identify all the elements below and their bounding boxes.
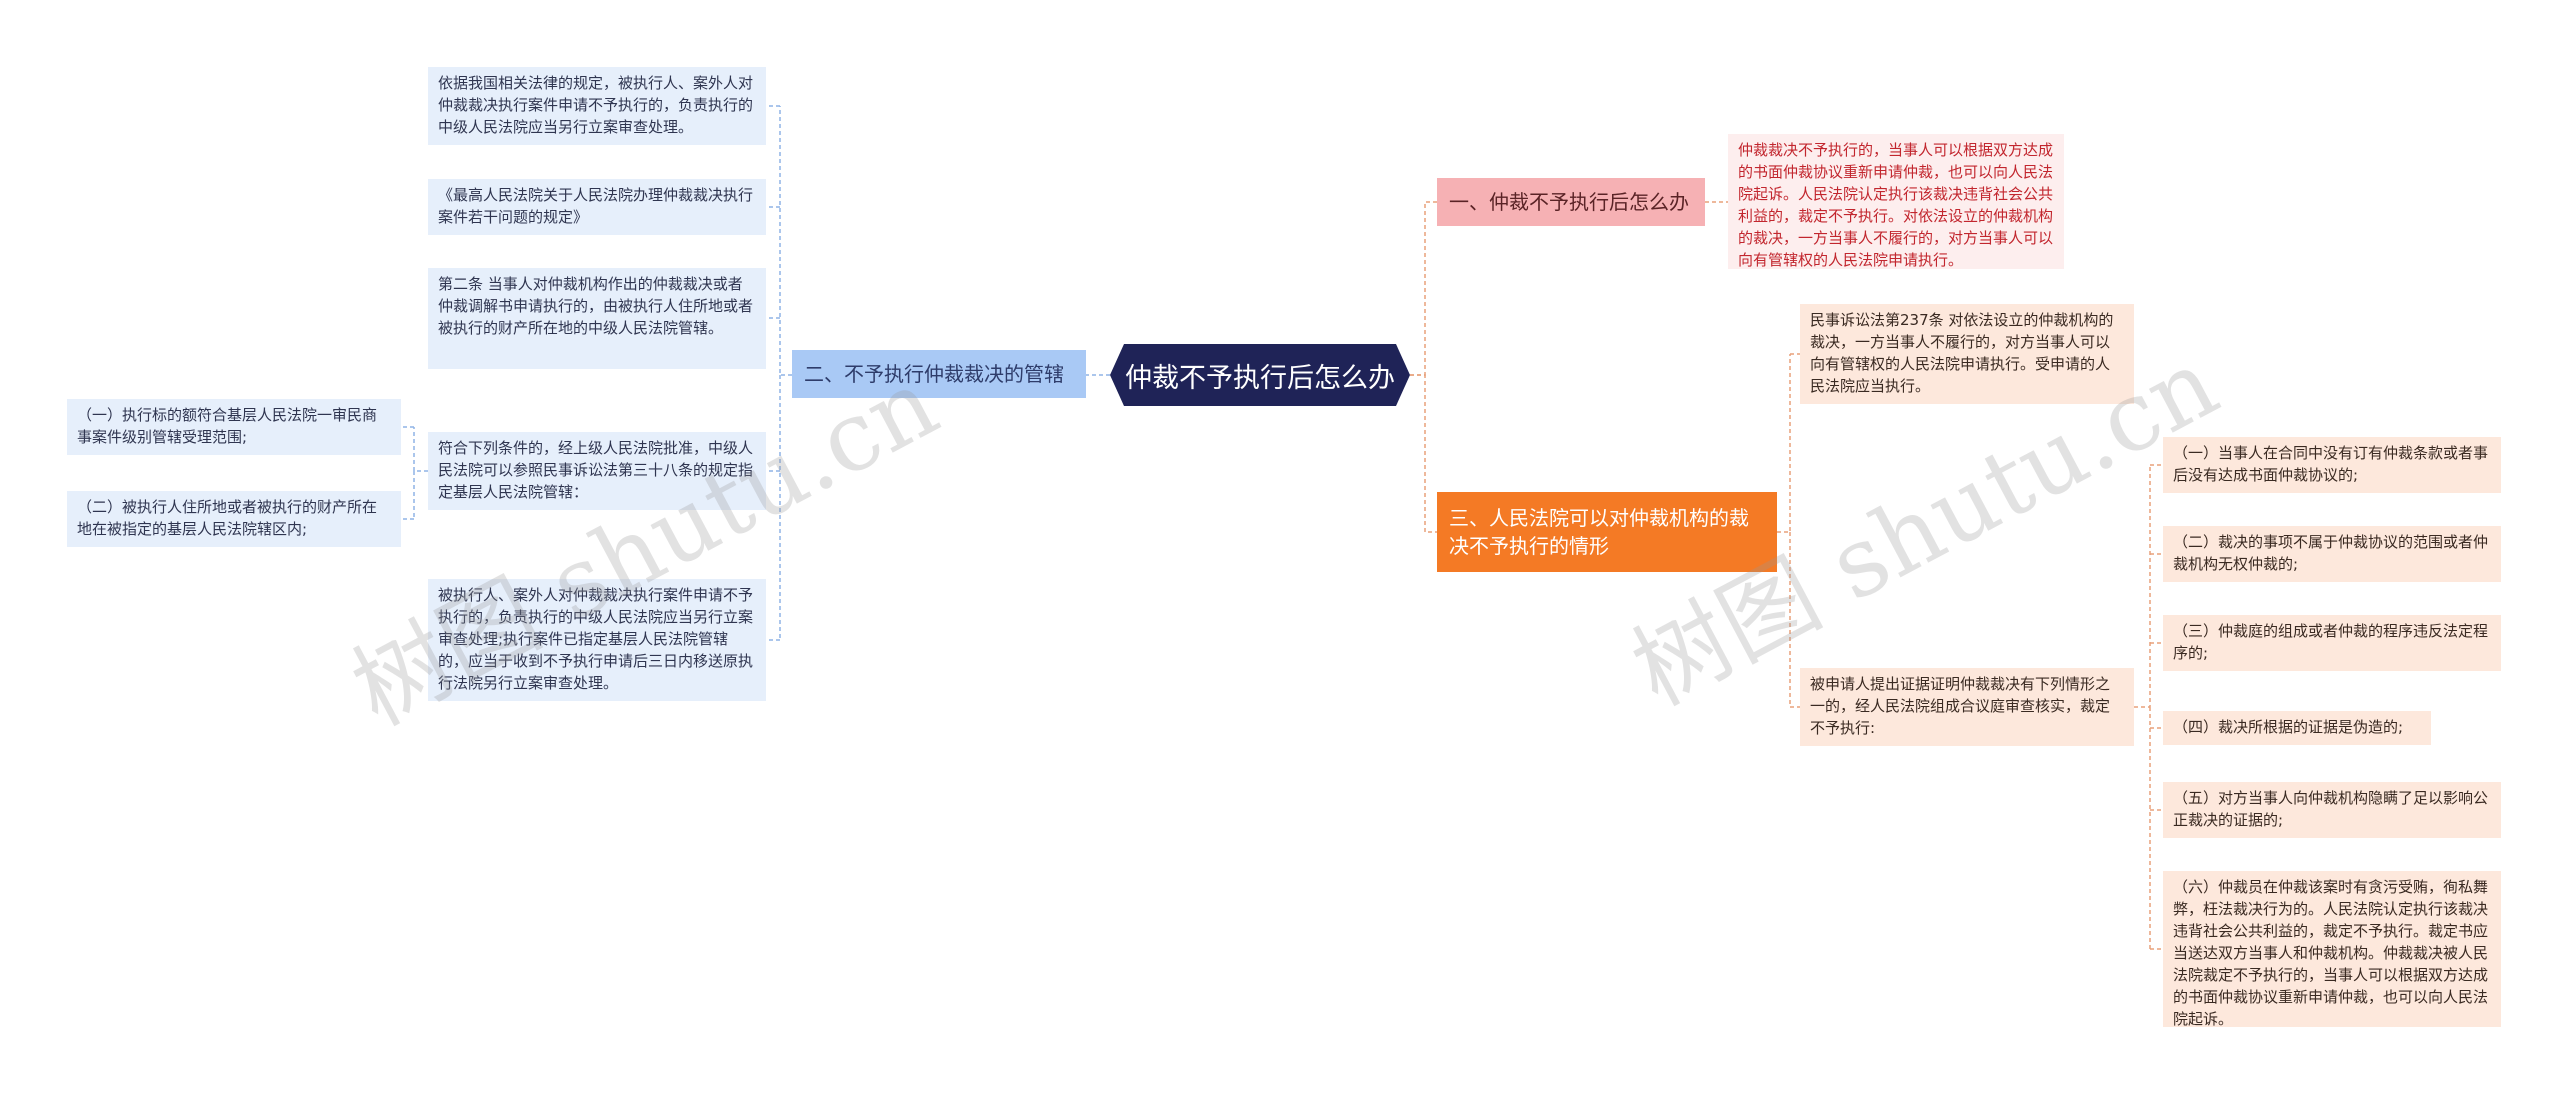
leaf-transfer-procedure[interactable]: 被执行人、案外人对仲裁裁决执行案件申请不予执行的，负责执行的中级人民法院应当另行…	[428, 579, 766, 701]
connector-c-bus	[2134, 465, 2151, 949]
branch-what-to-do[interactable]: 一、仲裁不予执行后怎么办	[1437, 178, 1705, 226]
leaf-ground-3[interactable]: （三）仲裁庭的组成或者仲裁的程序违反法定程序的;	[2163, 615, 2501, 671]
leaf-condition-2[interactable]: （二）被执行人住所地或者被执行的财产所在地在被指定的基层人民法院辖区内;	[67, 491, 401, 547]
branch-jurisdiction[interactable]: 二、不予执行仲裁裁决的管辖	[792, 350, 1086, 398]
leaf-ground-5[interactable]: （五）对方当事人向仲裁机构隐瞒了足以影响公正裁决的证据的;	[2163, 782, 2501, 838]
leaf-article-two[interactable]: 第二条 当事人对仲裁机构作出的仲裁裁决或者仲裁调解书申请执行的，由被执行人住所地…	[428, 268, 766, 369]
root-node[interactable]: 仲裁不予执行后怎么办	[1110, 344, 1410, 406]
connector-l4-bus	[413, 427, 428, 519]
connector-root-right1	[1410, 201, 1437, 376]
leaf-remedy[interactable]: 仲裁裁决不予执行的，当事人可以根据双方达成的书面仲裁协议重新申请仲裁，也可以向人…	[1728, 134, 2064, 269]
leaf-supreme-court-rule[interactable]: 《最高人民法院关于人民法院办理仲裁裁决执行案件若干问题的规定》	[428, 179, 766, 235]
leaf-legal-basis[interactable]: 依据我国相关法律的规定，被执行人、案外人对仲裁裁决执行案件申请不予执行的，负责执…	[428, 67, 766, 145]
leaf-ground-1[interactable]: （一）当事人在合同中没有订有仲裁条款或者事后没有达成书面仲裁协议的;	[2163, 437, 2501, 493]
connector-r3-bus	[1777, 354, 1791, 707]
connector-root-right3	[1410, 374, 1437, 533]
leaf-ground-4[interactable]: （四）裁决所根据的证据是伪造的;	[2163, 711, 2431, 745]
leaf-conditions[interactable]: 符合下列条件的，经上级人民法院批准，中级人民法院可以参照民事诉讼法第三十八条的规…	[428, 432, 766, 510]
leaf-article-237[interactable]: 民事诉讼法第237条 对依法设立的仲裁机构的裁决，一方当事人不履行的，对方当事人…	[1800, 304, 2134, 404]
leaf-condition-1[interactable]: （一）执行标的额符合基层人民法院一审民商事案件级别管辖受理范围;	[67, 399, 401, 455]
leaf-ground-6[interactable]: （六）仲裁员在仲裁该案时有贪污受贿，徇私舞弊，枉法裁决行为的。人民法院认定执行该…	[2163, 871, 2501, 1028]
connector-left-bus	[779, 106, 792, 640]
leaf-ground-2[interactable]: （二）裁决的事项不属于仲裁协议的范围或者仲裁机构无权仲裁的;	[2163, 526, 2501, 582]
branch-non-enforcement-cases[interactable]: 三、人民法院可以对仲裁机构的裁决不予执行的情形	[1437, 492, 1777, 572]
leaf-evidence-grounds[interactable]: 被申请人提出证据证明仲裁裁决有下列情形之一的，经人民法院组成合议庭审查核实，裁定…	[1800, 668, 2134, 746]
